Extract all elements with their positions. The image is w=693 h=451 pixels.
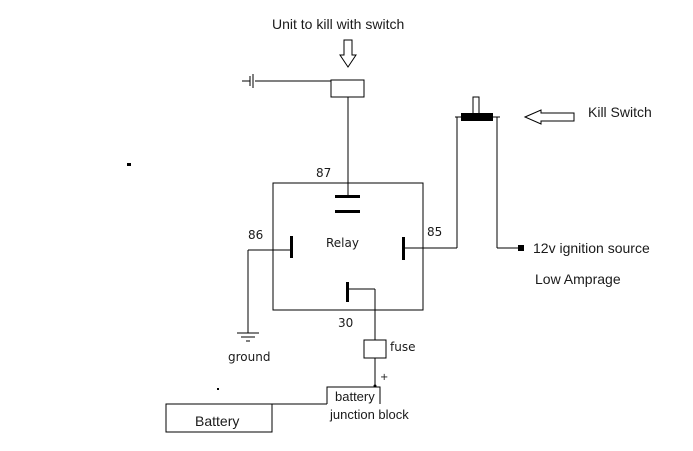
junction-label-block: junction block [330,407,409,422]
fuse-label: fuse [390,340,416,354]
left-arrow-icon [523,109,575,125]
ignition-terminal-icon [518,245,524,251]
title-label: Unit to kill with switch [272,16,405,32]
kill-switch-icon[interactable] [455,96,500,121]
pin-30-label: 30 [338,316,354,330]
plus-label: + [380,372,389,383]
ignition-source-label: 12v ignition source [533,240,650,256]
chassis-ground-icon [242,74,254,88]
pin-86-label: 86 [248,228,264,242]
junction-label-battery: battery [335,389,375,404]
amperage-label: Low Amprage [535,271,621,287]
pin-85-label: 85 [427,225,443,239]
junction-block [326,386,381,404]
ground-label: ground [228,350,271,364]
ground-icon [237,332,259,342]
battery-box [165,403,273,433]
pin-87-label: 87 [316,166,332,180]
fuse-box [363,339,387,359]
kill-switch-label: Kill Switch [588,104,652,120]
battery-label: Battery [195,413,240,429]
down-arrow-icon [339,39,357,68]
relay-label: Relay [326,236,359,250]
relay-box [272,182,424,311]
load-unit-box [330,79,365,98]
